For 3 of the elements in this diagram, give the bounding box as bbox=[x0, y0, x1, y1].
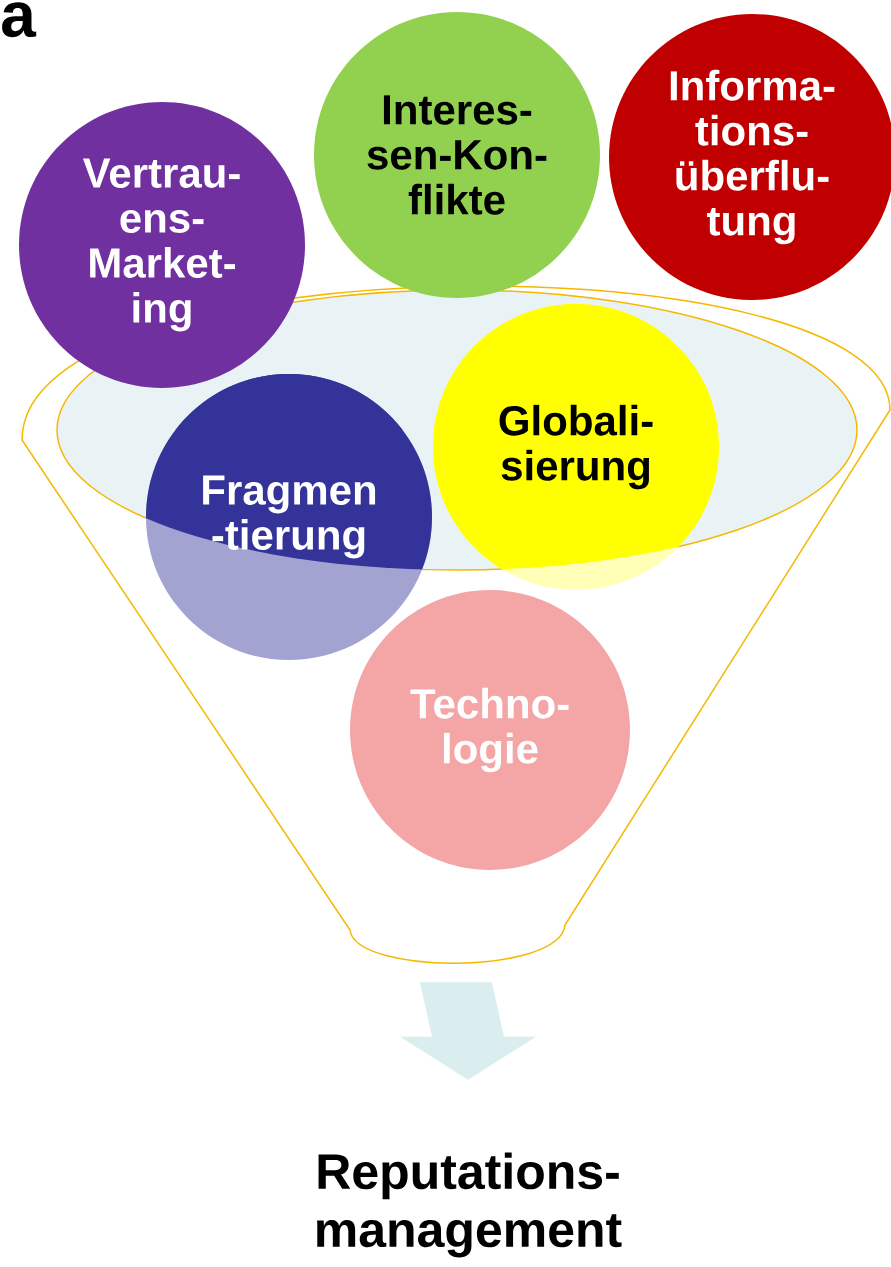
panel-letter: a bbox=[2, 2, 37, 38]
block-arrow bbox=[400, 982, 536, 1080]
result-text: Reputations- management bbox=[317, 1152, 622, 1258]
